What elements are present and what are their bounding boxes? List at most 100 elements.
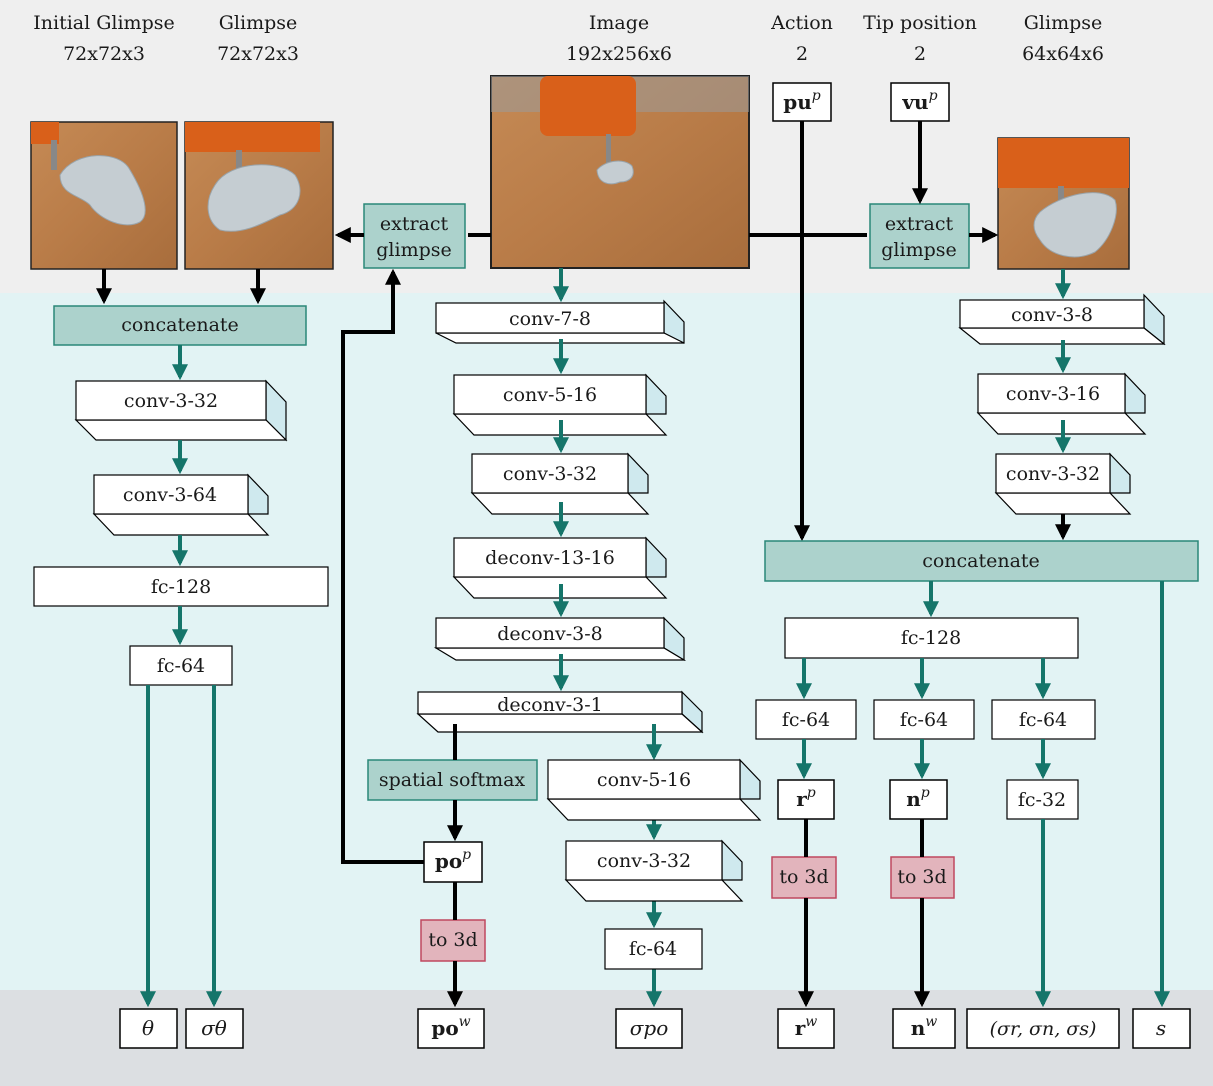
right-fc-64-sigma: fc-64 — [991, 699, 1096, 740]
svg-text:pow: pow — [431, 1014, 470, 1040]
initial-glimpse-title: Initial Glimpse — [33, 12, 174, 34]
left-fc-128-label: fc-128 — [151, 576, 211, 598]
glimpse-right-title: Glimpse — [1024, 12, 1103, 34]
svg-text:pop: pop — [435, 847, 471, 873]
mid-deconv-3-1: deconv-3-1 — [416, 690, 704, 734]
tip-position-title: Tip position — [863, 12, 977, 34]
mid-sub-conv-3-32: conv-3-32 — [564, 839, 744, 902]
mid-conv-5-16-label: conv-5-16 — [503, 384, 597, 406]
po-p-box: pop — [423, 841, 483, 883]
left-fc-64: fc-64 — [129, 645, 233, 686]
mid-sub-conv-3-32-label: conv-3-32 — [597, 850, 691, 872]
r-w-superscript: w — [805, 1014, 817, 1030]
sigma-tuple-output: (σr, σn, σs) — [966, 1008, 1120, 1049]
extract-glimpse-right-line1: extract — [885, 213, 954, 235]
extract-glimpse-right: extract glimpse — [869, 203, 970, 269]
svg-text:rp: rp — [796, 785, 816, 811]
to-3d-middle: to 3d — [420, 919, 486, 962]
action-size: 2 — [796, 43, 808, 65]
right-conv-3-32: conv-3-32 — [994, 452, 1132, 515]
mid-conv-7-8-label: conv-7-8 — [509, 308, 591, 330]
r-w-output: rw — [777, 1008, 835, 1049]
right-conv-3-32-label: conv-3-32 — [1006, 463, 1100, 485]
glimpse-right-image — [997, 137, 1130, 270]
action-superscript: p — [812, 88, 821, 104]
mid-sub-conv-5-16-label: conv-5-16 — [597, 769, 691, 791]
sigma-theta-output: σθ — [185, 1008, 244, 1049]
po-w-superscript: w — [459, 1014, 471, 1030]
image-size: 192x256x6 — [566, 43, 672, 65]
tip-position-input-box: vup — [890, 82, 950, 122]
sigma-po-output: σpo — [615, 1008, 683, 1049]
to-3d-r: to 3d — [771, 856, 837, 899]
right-fc-128: fc-128 — [784, 617, 1079, 659]
to-3d-n: to 3d — [890, 856, 955, 899]
n-p-superscript: p — [921, 785, 930, 801]
mid-deconv-3-8: deconv-3-8 — [433, 616, 687, 662]
mid-sub-fc-64: fc-64 — [604, 928, 703, 970]
tip-position-size: 2 — [914, 43, 926, 65]
left-concatenate: concatenate — [53, 305, 307, 346]
right-concatenate: concatenate — [764, 540, 1199, 582]
right-fc-64-r-label: fc-64 — [782, 709, 830, 731]
right-teal-arrows — [796, 269, 1170, 1008]
sigma-po-label: σpo — [630, 1016, 669, 1040]
sigma-theta-label: σθ — [201, 1016, 227, 1040]
right-conv-3-8-label: conv-3-8 — [1011, 304, 1093, 326]
right-fc-64-n-label: fc-64 — [900, 709, 948, 731]
right-fc-64-n: fc-64 — [873, 699, 975, 740]
po-w-symbol: po — [431, 1016, 458, 1040]
to-3d-middle-label: to 3d — [428, 929, 477, 951]
left-conv-3-64-label: conv-3-64 — [123, 484, 217, 506]
top-connections — [96, 121, 999, 542]
svg-text:vup: vup — [901, 88, 937, 114]
po-p-symbol: po — [435, 849, 462, 873]
mid-deconv-3-1-label: deconv-3-1 — [497, 694, 602, 716]
r-p-box: rp — [777, 779, 835, 820]
n-w-symbol: n — [911, 1016, 926, 1040]
spatial-softmax-label: spatial softmax — [379, 769, 526, 791]
po-p-superscript: p — [462, 847, 471, 863]
n-p-box: np — [889, 779, 948, 820]
to-3d-n-label: to 3d — [897, 866, 946, 888]
right-concatenate-label: concatenate — [922, 550, 1040, 572]
svg-text:np: np — [906, 785, 930, 811]
r-w-symbol: r — [795, 1016, 806, 1040]
theta-output: θ — [119, 1008, 178, 1049]
initial-glimpse-image — [30, 121, 178, 270]
mid-deconv-13-16: deconv-13-16 — [452, 536, 668, 599]
left-fc-64-label: fc-64 — [157, 655, 205, 677]
mid-sub-conv-5-16: conv-5-16 — [546, 758, 762, 821]
n-p-symbol: n — [906, 787, 921, 811]
svg-text:nw: nw — [911, 1014, 938, 1040]
n-w-output: nw — [892, 1008, 956, 1049]
r-p-superscript: p — [807, 785, 816, 801]
action-title: Action — [770, 12, 833, 34]
left-conv-3-64: conv-3-64 — [92, 473, 270, 536]
svg-text:pup: pup — [783, 88, 821, 114]
n-w-superscript: w — [925, 1014, 937, 1030]
right-fc-32-label: fc-32 — [1018, 789, 1066, 811]
extract-glimpse-right-line2: glimpse — [881, 239, 957, 261]
glimpse-right-size: 64x64x6 — [1022, 43, 1104, 65]
mid-conv-3-32-label: conv-3-32 — [503, 463, 597, 485]
extract-glimpse-left-line1: extract — [380, 213, 449, 235]
right-conv-3-8: conv-3-8 — [958, 293, 1166, 346]
image-title: Image — [589, 12, 649, 34]
mid-conv-3-32: conv-3-32 — [470, 452, 650, 515]
svg-text:rw: rw — [795, 1014, 818, 1040]
theta-label: θ — [142, 1016, 154, 1040]
right-black-arrows — [798, 514, 1071, 1008]
right-fc-32: fc-32 — [1006, 779, 1079, 820]
sigma-tuple-label: (σr, σn, σs) — [990, 1018, 1097, 1040]
left-fc-128: fc-128 — [33, 566, 329, 607]
extract-glimpse-left-line2: glimpse — [376, 239, 452, 261]
left-teal-arrows — [140, 345, 222, 1008]
action-input-box: pup — [772, 82, 832, 122]
glimpse-title: Glimpse — [219, 12, 298, 34]
right-fc-64-sigma-label: fc-64 — [1019, 709, 1067, 731]
right-conv-3-16-label: conv-3-16 — [1006, 383, 1100, 405]
glimpse-size: 72x72x3 — [217, 43, 299, 65]
mid-black-arrows — [341, 268, 463, 1008]
